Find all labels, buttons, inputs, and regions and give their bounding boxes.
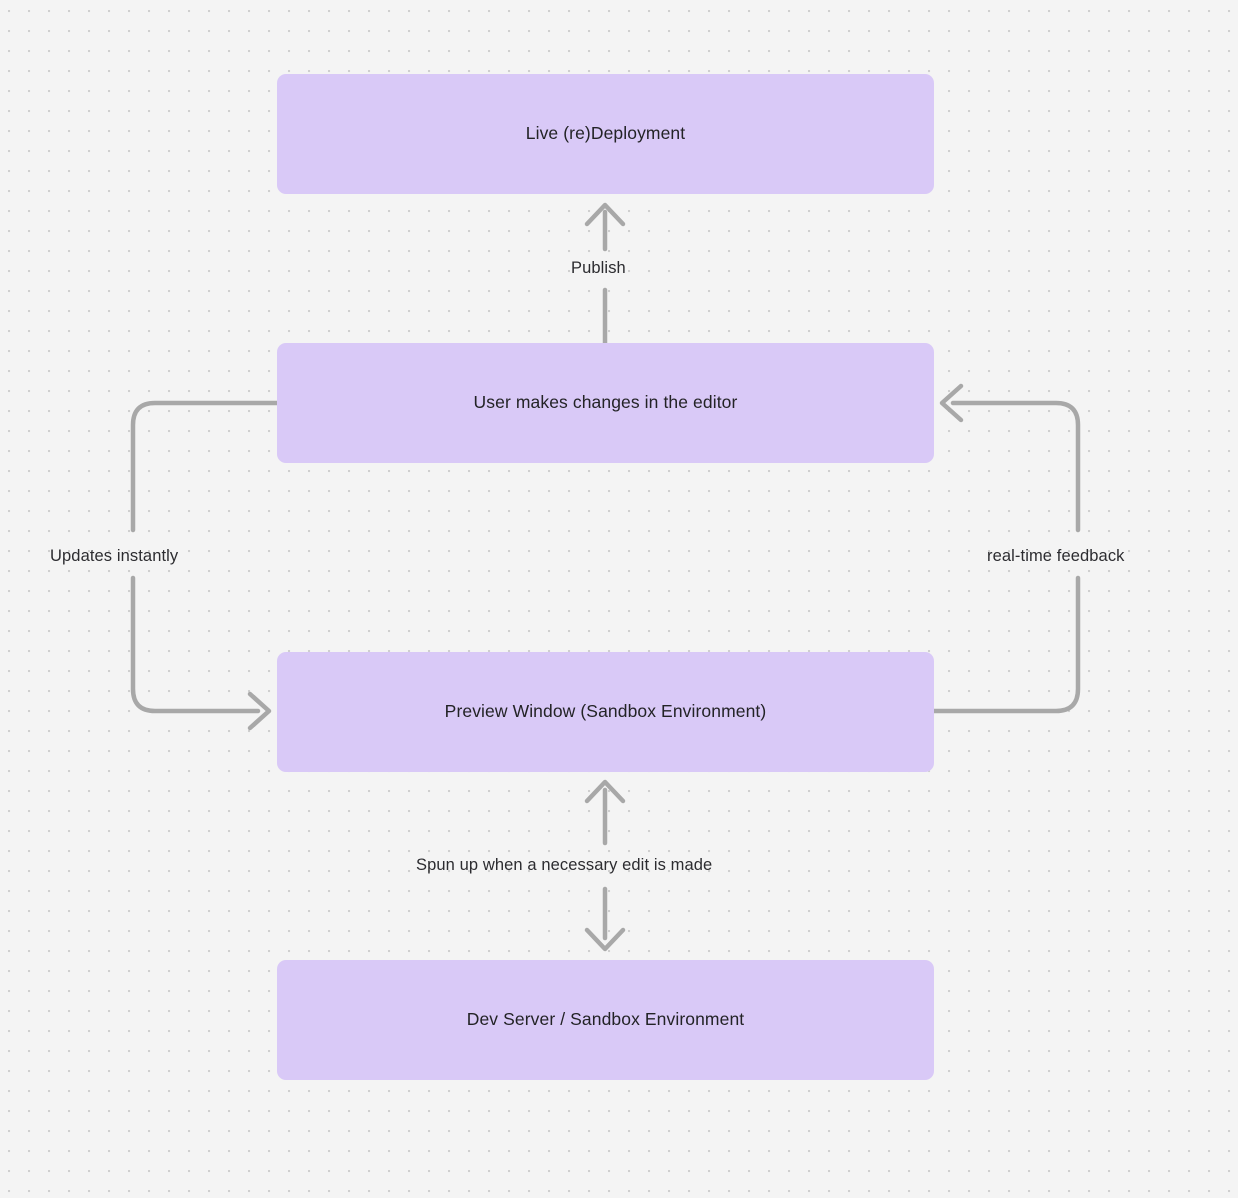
node-dev-server-label: Dev Server / Sandbox Environment <box>466 1009 745 1030</box>
edge-updates-arrowhead-icon <box>247 691 272 731</box>
edge-label-spun-up: Spun up when a necessary edit is made <box>416 856 713 874</box>
edge-realtime-arrowhead-icon <box>939 383 964 423</box>
edge-realtime-path-upper <box>950 400 1081 533</box>
edge-publish-arrowhead-icon <box>584 202 626 227</box>
node-preview-window-label: Preview Window (Sandbox Environment) <box>444 701 767 722</box>
edge-label-publish: Publish <box>571 259 626 277</box>
node-live-redeployment-label: Live (re)Deployment <box>525 123 686 144</box>
node-preview-window[interactable]: Preview Window (Sandbox Environment) <box>277 652 934 772</box>
node-dev-server[interactable]: Dev Server / Sandbox Environment <box>277 960 934 1080</box>
edge-spun-arrowhead-up-icon <box>584 779 626 804</box>
edge-updates-path-upper <box>130 400 280 533</box>
edge-label-updates-instantly: Updates instantly <box>50 547 179 565</box>
edge-spun-arrowhead-down-icon <box>584 927 626 952</box>
node-live-redeployment[interactable]: Live (re)Deployment <box>277 74 934 194</box>
node-user-makes-changes-label: User makes changes in the editor <box>473 392 738 413</box>
edge-realtime-path-lower <box>931 575 1081 714</box>
node-user-makes-changes[interactable]: User makes changes in the editor <box>277 343 934 463</box>
edge-updates-path-lower <box>130 575 261 714</box>
edge-label-real-time-feedback: real-time feedback <box>987 547 1125 565</box>
